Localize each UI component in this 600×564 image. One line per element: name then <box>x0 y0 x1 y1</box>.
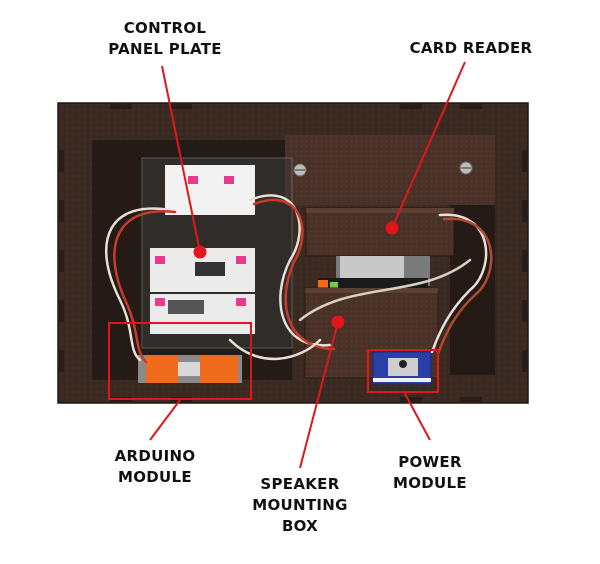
label-control-panel-plate: CONTROL PANEL PLATE <box>108 19 222 58</box>
arduino-module <box>138 355 242 383</box>
power-module <box>372 351 432 385</box>
wires <box>105 194 493 364</box>
label-card-reader: CARD READER <box>409 39 533 57</box>
finger-joints <box>58 103 528 403</box>
label-speaker-mounting-box: SPEAKER MOUNTING BOX <box>252 475 348 535</box>
label-power-module: POWER MODULE <box>393 453 467 492</box>
power-highlight-box <box>367 349 439 393</box>
inner-cavity-right <box>450 205 495 375</box>
label-arduino-module: ARDUINO MODULE <box>114 447 196 486</box>
leader-lines <box>149 61 466 469</box>
arduino-highlight-box <box>108 322 252 400</box>
card-reader-box <box>305 207 455 257</box>
